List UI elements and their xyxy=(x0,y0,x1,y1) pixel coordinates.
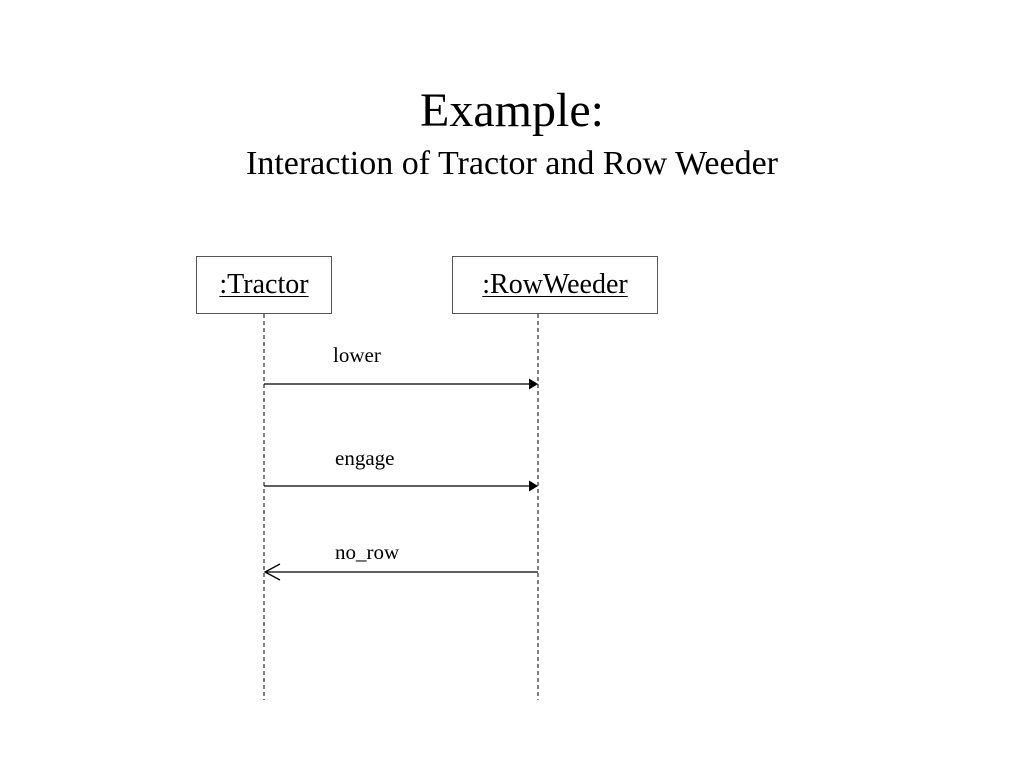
object-box-tractor: :Tractor xyxy=(196,256,332,314)
object-label-rowweeder: :RowWeeder xyxy=(482,269,628,300)
arrowhead-filled-engage xyxy=(529,480,538,492)
object-box-rowweeder: :RowWeeder xyxy=(452,256,658,314)
message-label-lower: lower xyxy=(333,343,381,367)
message-label-engage: engage xyxy=(335,446,395,470)
slide-subtitle: Interaction of Tractor and Row Weeder xyxy=(246,145,778,182)
message-label-no-row: no_row xyxy=(335,540,400,564)
arrowhead-open-no-row xyxy=(263,563,281,581)
slide-title: Example: xyxy=(420,84,604,137)
object-label-tractor: :Tractor xyxy=(219,269,309,300)
arrowhead-filled-lower xyxy=(529,378,538,390)
